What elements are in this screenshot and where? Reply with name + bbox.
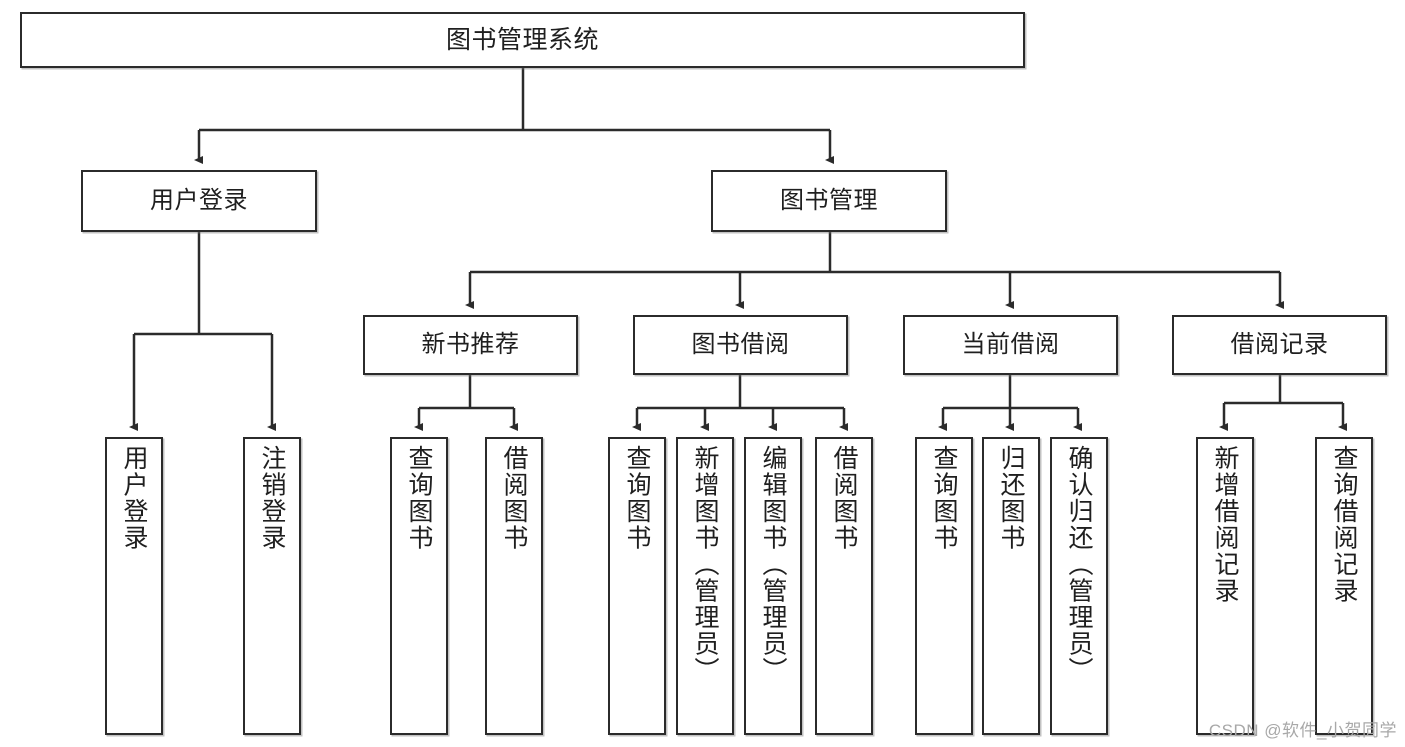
node-leaf-edit-book[interactable]: 编辑图书（管理员） (744, 437, 802, 735)
node-label: 借阅图书 (500, 445, 528, 551)
node-leaf-query-book-3[interactable]: 查询图书 (915, 437, 973, 735)
node-label: 用户登录 (150, 186, 248, 214)
node-label: 图书借阅 (691, 330, 790, 358)
node-book-management[interactable]: 图书管理 (711, 170, 947, 232)
node-leaf-add-book[interactable]: 新增图书（管理员） (676, 437, 734, 735)
node-leaf-borrow-book-1[interactable]: 借阅图书 (485, 437, 543, 735)
watermark-text: CSDN @软件_小贺同学 (1208, 721, 1397, 740)
node-leaf-user-login[interactable]: 用户登录 (105, 437, 163, 735)
node-label: 当前借阅 (961, 330, 1060, 358)
node-leaf-borrow-book-2[interactable]: 借阅图书 (815, 437, 873, 735)
node-label: 图书管理系统 (445, 26, 599, 54)
node-book-borrow[interactable]: 图书借阅 (633, 315, 848, 375)
node-current-borrow[interactable]: 当前借阅 (903, 315, 1118, 375)
node-label: 注销登录 (258, 445, 286, 551)
node-leaf-return-book[interactable]: 归还图书 (982, 437, 1040, 735)
node-borrow-record[interactable]: 借阅记录 (1172, 315, 1387, 375)
node-label: 查询图书 (405, 445, 433, 551)
node-label: 用户登录 (120, 445, 148, 551)
node-label: 图书管理 (780, 186, 878, 214)
node-leaf-confirm-return[interactable]: 确认归还（管理员） (1050, 437, 1108, 735)
node-leaf-query-book-1[interactable]: 查询图书 (390, 437, 448, 735)
node-label: 新增图书（管理员） (691, 445, 719, 684)
node-new-book-recommend[interactable]: 新书推荐 (363, 315, 578, 375)
node-label: 新书推荐 (421, 330, 520, 358)
node-leaf-query-record[interactable]: 查询借阅记录 (1315, 437, 1373, 735)
node-leaf-logout-login[interactable]: 注销登录 (243, 437, 301, 735)
node-book-management-system[interactable]: 图书管理系统 (20, 12, 1025, 68)
node-label: 借阅记录 (1230, 330, 1329, 358)
node-label: 归还图书 (997, 445, 1025, 551)
node-label: 新增借阅记录 (1211, 445, 1239, 604)
node-label: 确认归还（管理员） (1065, 445, 1093, 684)
node-label: 查询图书 (623, 445, 651, 551)
node-label: 查询借阅记录 (1330, 445, 1358, 604)
node-leaf-query-book-2[interactable]: 查询图书 (608, 437, 666, 735)
node-label: 借阅图书 (830, 445, 858, 551)
node-label: 查询图书 (930, 445, 958, 551)
node-leaf-add-record[interactable]: 新增借阅记录 (1196, 437, 1254, 735)
node-user-login[interactable]: 用户登录 (81, 170, 317, 232)
node-label: 编辑图书（管理员） (759, 445, 787, 684)
